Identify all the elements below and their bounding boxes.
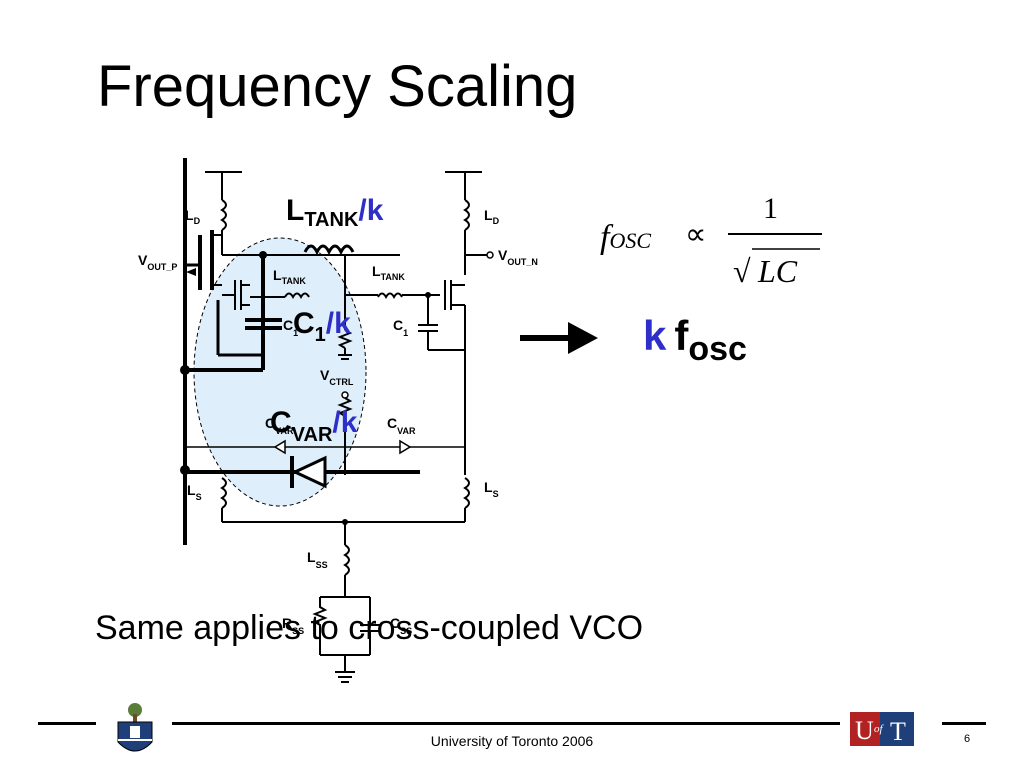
page-number: 6 — [964, 733, 971, 745]
cvar-right-label: CVAR — [387, 415, 416, 436]
css-label: CSS — [390, 615, 412, 636]
c1-right-label: C1 — [393, 317, 408, 338]
ltank-left-inductor-icon — [284, 292, 310, 300]
ltank-scaled-label: LTANK/k — [286, 194, 384, 231]
footer-rule-right — [942, 722, 986, 725]
c1-left-label: C1 — [283, 317, 298, 338]
ls-left-inductor-icon — [220, 477, 227, 509]
slide-title: Frequency Scaling — [97, 54, 578, 119]
footer-rule-middle — [172, 722, 840, 725]
lss-label: LSS — [307, 549, 328, 570]
ld-left-inductor-icon — [220, 199, 227, 231]
ld-left-label: LD — [185, 207, 201, 226]
ls-right-label: LS — [484, 479, 499, 499]
uoft-logo: U of T — [850, 712, 914, 746]
ld-right-inductor-icon — [463, 199, 470, 231]
ltank-left-label: LTANK — [273, 267, 306, 286]
cvar-left-label: CVAR — [265, 415, 294, 436]
cvar-big-varactor-icon — [291, 455, 327, 489]
rss-resistor-icon — [312, 597, 328, 655]
vout-p-label: VOUT_P — [138, 252, 177, 272]
svg-text:T: T — [890, 717, 906, 746]
ls-right-inductor-icon — [463, 477, 470, 509]
ltank-right-inductor-icon — [377, 292, 403, 300]
oscillation-frequency-formula: fOSC ∝ 1 √ LC — [600, 192, 822, 289]
c1-scaled-label: C1/k — [293, 307, 351, 346]
footer-rule-left — [38, 722, 96, 725]
ltank-big-inductor-icon — [303, 244, 355, 256]
vout-n-label: VOUT_N — [498, 247, 538, 267]
lss-inductor-icon — [343, 544, 350, 576]
vctrl-resistor-icon — [337, 397, 353, 431]
slide-subtitle: Same applies to cross-coupled VCO — [95, 609, 644, 647]
ls-left-label: LS — [187, 482, 202, 502]
ltank-right-label: LTANK — [372, 263, 405, 282]
svg-text:fOSC: fOSC — [600, 219, 651, 256]
proportional-symbol: ∝ — [685, 218, 706, 251]
cvar-right-varactor-icon — [399, 439, 412, 455]
rss-label: RSS — [282, 615, 304, 636]
vctrl-label: VCTRL — [320, 367, 354, 387]
varactor-center-resistor-icon — [337, 329, 353, 349]
footer-text: University of Toronto 2006 — [430, 733, 594, 749]
cvar-left-varactor-icon — [273, 439, 286, 455]
svg-text:U: U — [855, 716, 874, 745]
cvar-scaled-label: CVAR/k — [270, 406, 358, 446]
right-arrow-icon — [520, 322, 598, 354]
ld-right-label: LD — [484, 207, 500, 226]
scaled-components-highlight — [193, 237, 367, 507]
sqrt-symbol: √ — [733, 253, 751, 289]
svg-text:of: of — [874, 723, 885, 735]
formula-denominator: LC — [757, 253, 798, 289]
formula-numerator: 1 — [763, 192, 778, 225]
university-crest-logo — [117, 703, 153, 752]
